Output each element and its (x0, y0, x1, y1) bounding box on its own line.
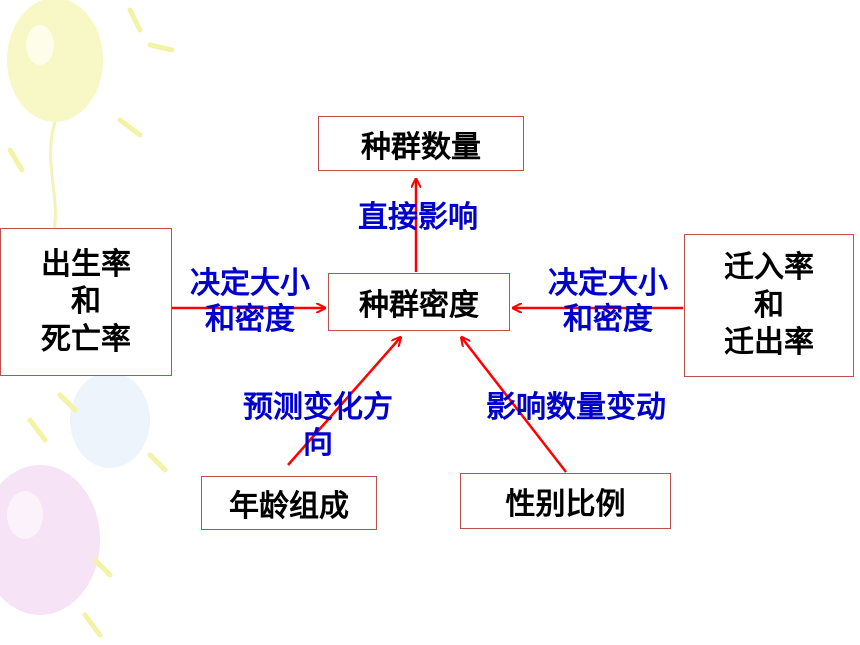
node-sex-ratio: 性别比例 (460, 473, 671, 529)
node-birth-death-line-3: 死亡率 (41, 321, 131, 357)
node-population-density: 种群密度 (328, 273, 510, 331)
node-age-structure: 年龄组成 (201, 476, 377, 530)
node-immigration-line-2: 和 (754, 287, 784, 323)
edge-label-affect-change: 影响数量变动 (486, 390, 666, 425)
node-population-density-label: 种群密度 (359, 288, 479, 323)
balloon-highlight (26, 25, 54, 65)
node-population-size: 种群数量 (318, 116, 524, 171)
edge-label-immigration-determines: 决定大小 和密度 (548, 266, 668, 337)
edge-label-predict-direction: 预测变化方 向 (243, 390, 393, 461)
edge-label-birth-determines: 决定大小 和密度 (190, 266, 310, 337)
node-birth-death-line-2: 和 (71, 284, 101, 320)
node-birth-death-rate: 出生率 和 死亡率 (0, 228, 172, 376)
sun-rays (7, 7, 175, 638)
blue-balloon (70, 372, 150, 468)
balloon-highlight (7, 491, 43, 539)
node-immigration-line-3: 迁出率 (724, 325, 814, 361)
arrow-sex-to-density (462, 338, 567, 473)
node-immigration-emigration-rate: 迁入率 和 迁出率 (684, 234, 854, 377)
node-population-size-label: 种群数量 (361, 129, 481, 165)
node-age-structure-label: 年龄组成 (229, 489, 349, 524)
edge-label-direct-influence: 直接影响 (358, 200, 478, 235)
node-birth-death-line-1: 出生率 (41, 246, 131, 282)
arrow-age-to-density (287, 338, 400, 466)
node-sex-ratio-label: 性别比例 (505, 487, 626, 522)
node-immigration-line-1: 迁入率 (724, 250, 814, 286)
